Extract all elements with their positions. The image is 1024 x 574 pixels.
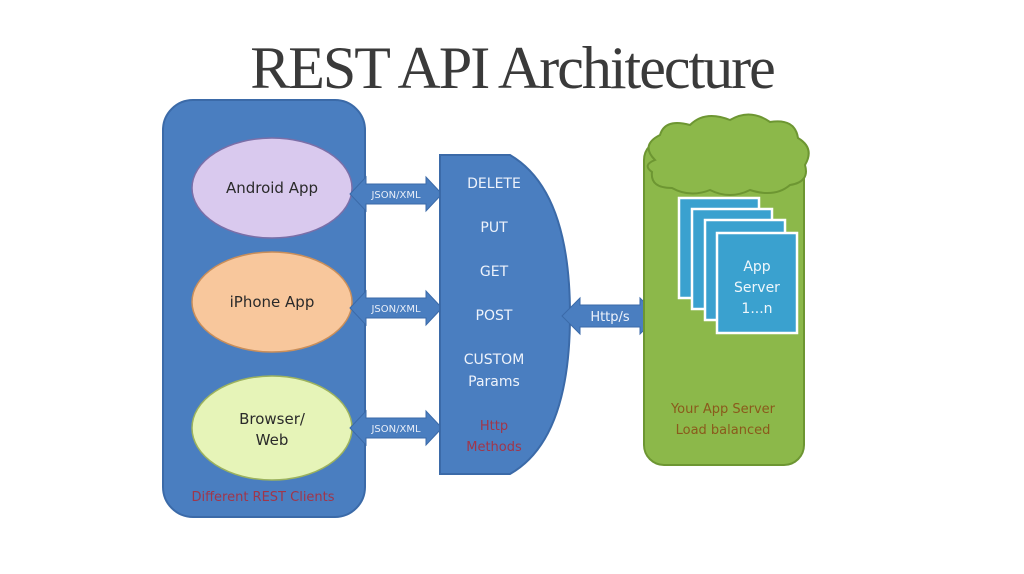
app-server-label-3: 1...n [741,301,772,317]
methods-caption-1: Http [480,419,508,434]
client-android-label: Android App [226,179,318,197]
cloud-icon [646,113,810,196]
method-get: GET [480,264,509,280]
client-android[interactable] [191,137,353,239]
method-params: Params [468,374,520,390]
method-put: PUT [480,220,508,236]
json-arrow-3: JSON/XML [349,409,443,447]
page-title: REST API Architecture [250,35,776,101]
method-custom: CUSTOM [464,352,525,368]
app-server-stack [677,196,799,335]
json-arrow-2: JSON/XML [349,289,443,327]
client-browser[interactable] [191,375,353,481]
json-arrow-1: JSON/XML [349,175,443,213]
server-caption-2: Load balanced [676,423,771,438]
json-arrow-2-label: JSON/XML [370,304,420,315]
clients-caption: Different REST Clients [191,490,334,505]
app-server-label-1: App [743,259,770,275]
json-arrow-3-label: JSON/XML [370,424,420,435]
http-arrow-label: Http/s [590,310,630,325]
server-caption-1: Your App Server [670,402,776,417]
method-delete: DELETE [467,176,521,192]
method-post: POST [476,308,513,324]
client-browser-label-2: Web [256,431,289,449]
methods-caption-2: Methods [466,440,522,455]
client-browser-label-1: Browser/ [239,410,306,428]
client-iphone[interactable] [191,251,353,353]
client-iphone-label: iPhone App [230,293,315,311]
app-server-label-2: Server [734,280,780,296]
http-arrow: Http/s [561,296,659,336]
json-arrow-1-label: JSON/XML [370,190,420,201]
